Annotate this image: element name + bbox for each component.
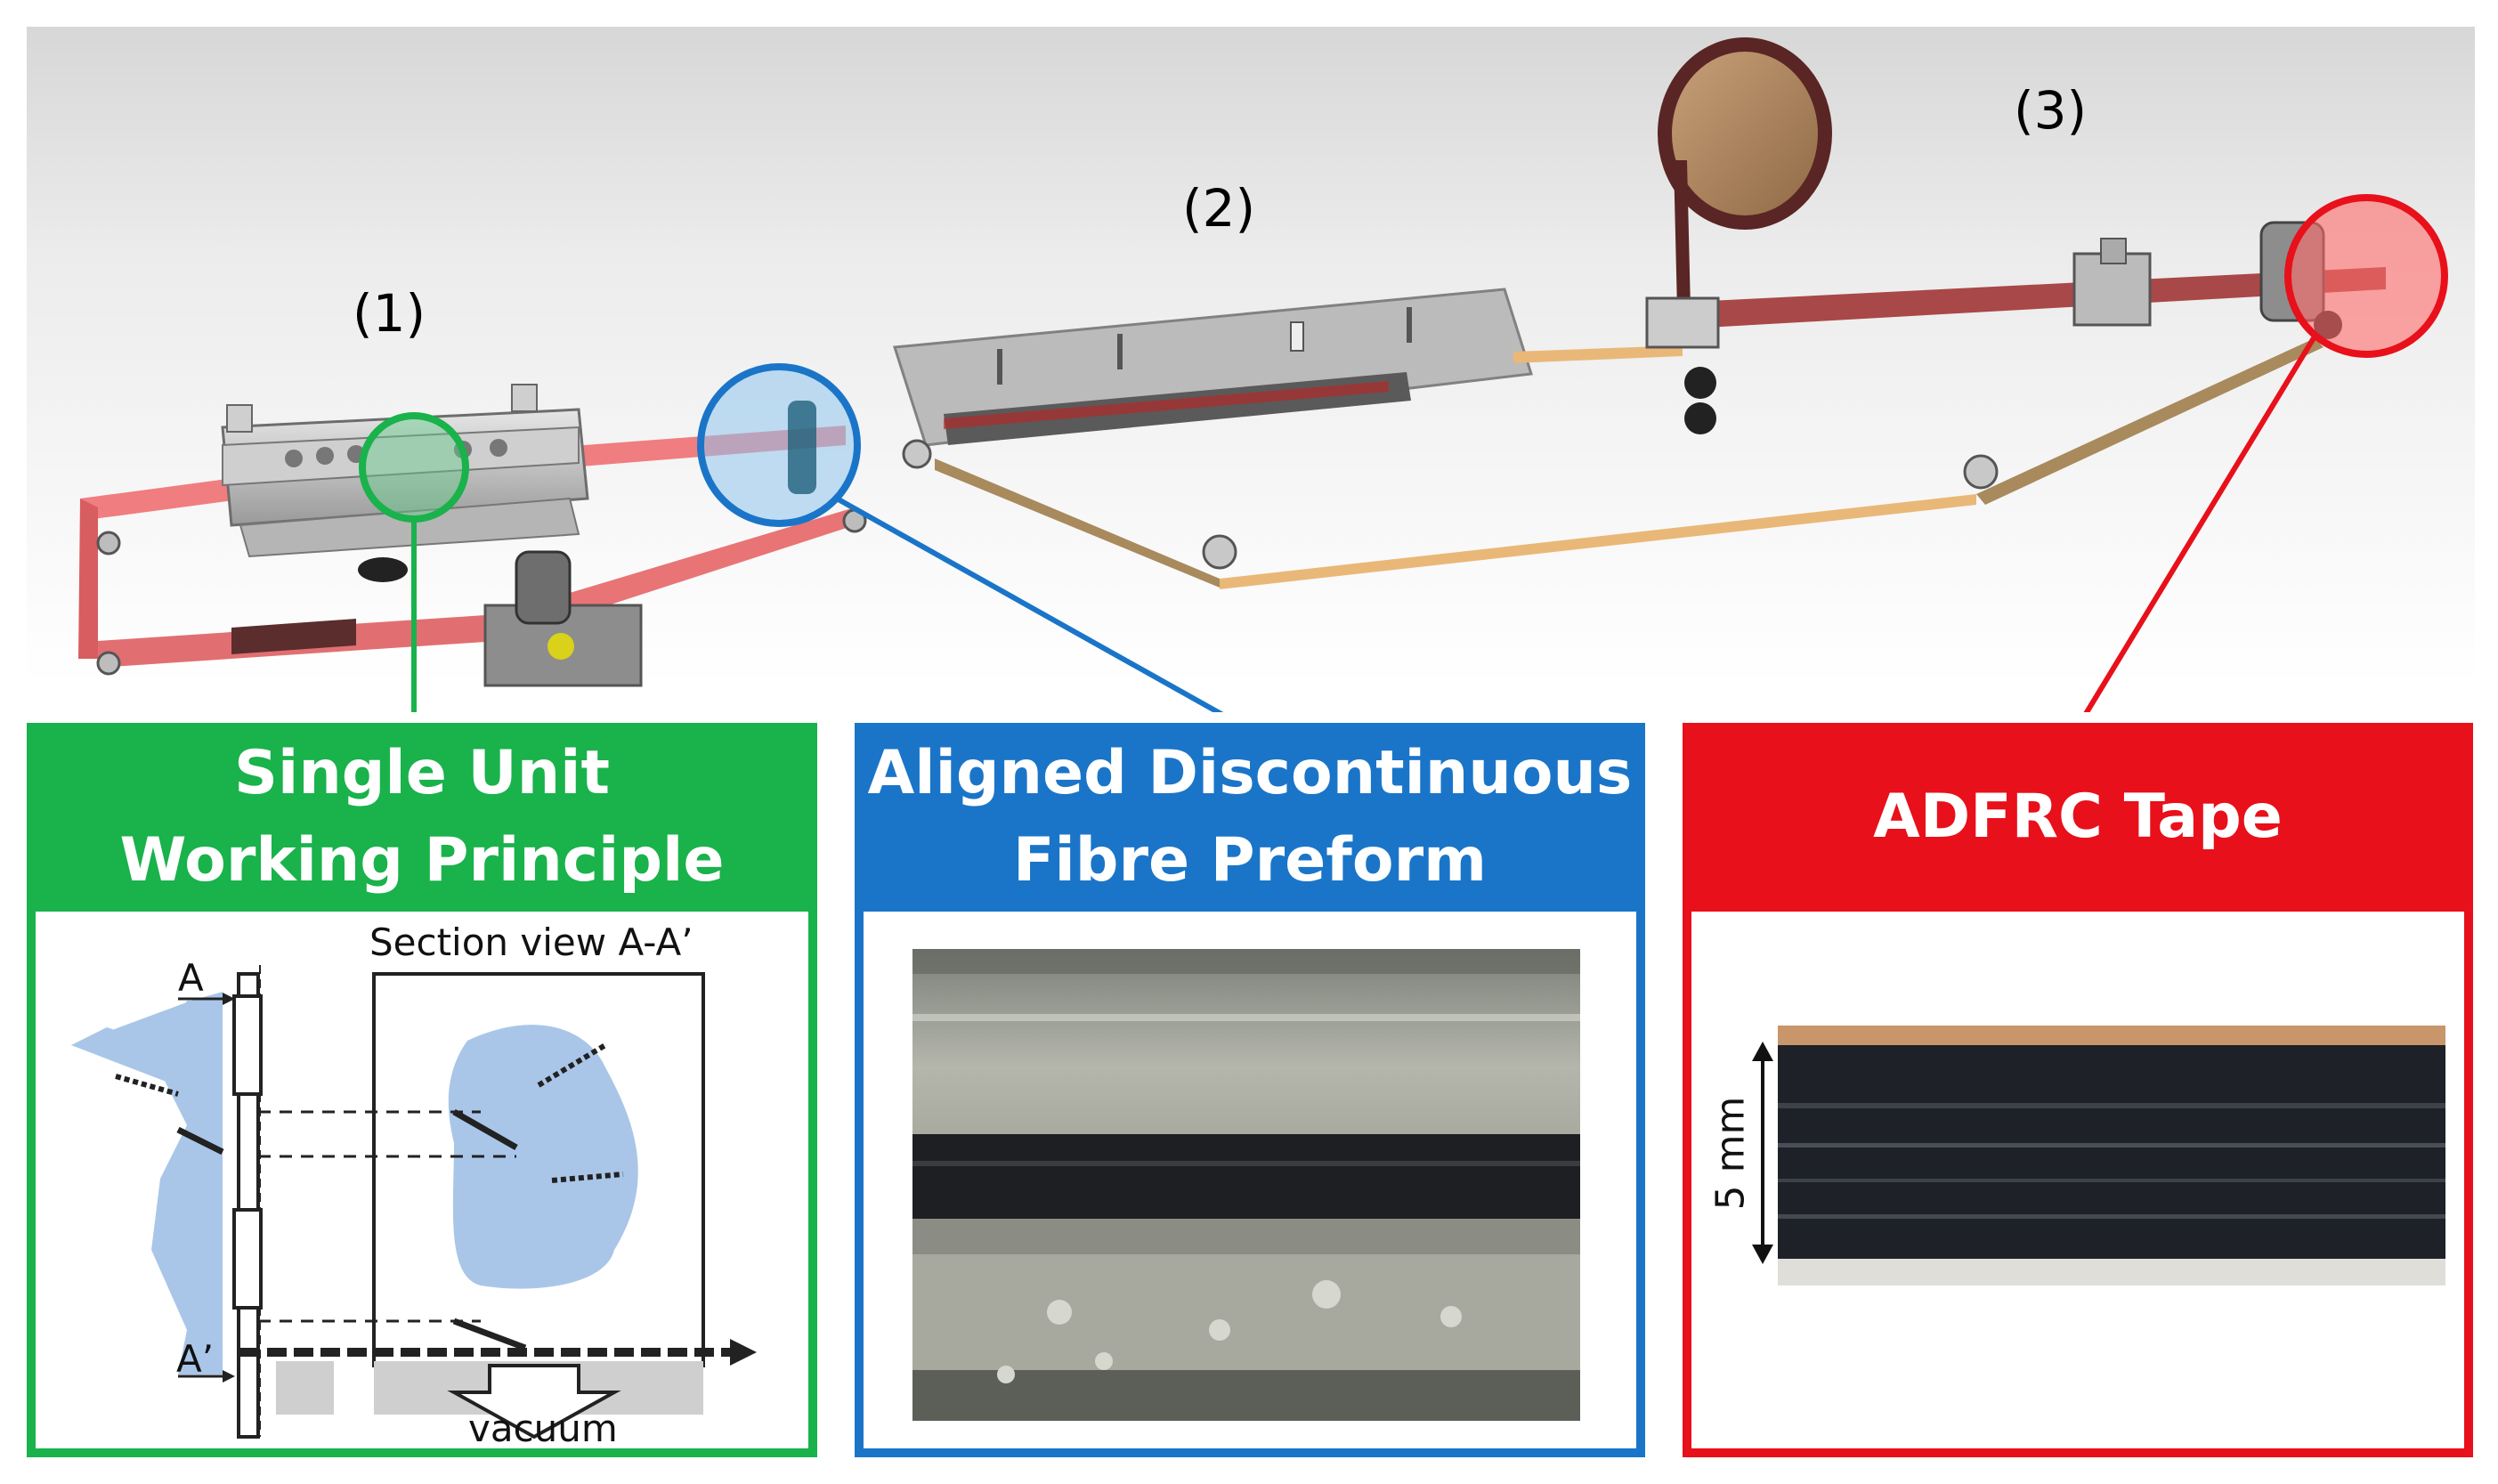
panel-tape-body: 5 mm	[1691, 912, 2464, 1448]
unit-1-aligner	[221, 384, 643, 687]
panel-single-unit-body: Section view A-A’ A A’ vacuum	[36, 912, 808, 1450]
section-view-label: Section view A-A’	[369, 920, 693, 964]
panel-preform-body	[864, 912, 1636, 1448]
tape-photo	[1752, 1026, 2445, 1285]
panel-preform-header: Aligned Discontinuous Fibre Preform	[855, 723, 1645, 912]
tape-scale-label: 5 mm	[1707, 1096, 1754, 1211]
panel-tape: ADFRC Tape 5 mm	[1683, 723, 2473, 1457]
section-view-schematic	[71, 965, 757, 1439]
machine-rendering	[27, 27, 2475, 712]
panel-tape-title: ADFRC Tape	[1873, 782, 2283, 852]
panel-tape-header: ADFRC Tape	[1683, 723, 2473, 912]
panel-preform-title-line1: Aligned Discontinuous	[867, 738, 1633, 808]
stage-label-2: (2)	[1182, 178, 1256, 239]
panel-single-unit: Single Unit Working Principle	[27, 723, 817, 1457]
panel-single-unit-header: Single Unit Working Principle	[27, 723, 817, 912]
tape-path	[902, 338, 2324, 589]
label-a-prime: A’	[176, 1337, 215, 1381]
highlight-circle-red	[2284, 194, 2448, 358]
panel-preform: Aligned Discontinuous Fibre Preform	[855, 723, 1645, 1457]
panel-preform-title-line2: Fibre Preform	[1013, 825, 1487, 896]
preform-photo	[912, 949, 1580, 1421]
connector-red	[2083, 335, 2317, 712]
label-a: A	[178, 956, 204, 1000]
highlight-circle-blue	[697, 363, 861, 527]
unit-2-plate	[893, 288, 1533, 447]
panel-single-unit-title-line2: Working Principle	[119, 825, 725, 896]
highlight-circle-green	[359, 412, 469, 523]
stage-label-3: (3)	[2014, 80, 2088, 141]
panel-single-unit-title-line1: Single Unit	[234, 738, 610, 808]
vacuum-label: vacuum	[468, 1407, 618, 1450]
stage-label-1: (1)	[353, 283, 426, 344]
connector-blue	[835, 496, 1224, 712]
